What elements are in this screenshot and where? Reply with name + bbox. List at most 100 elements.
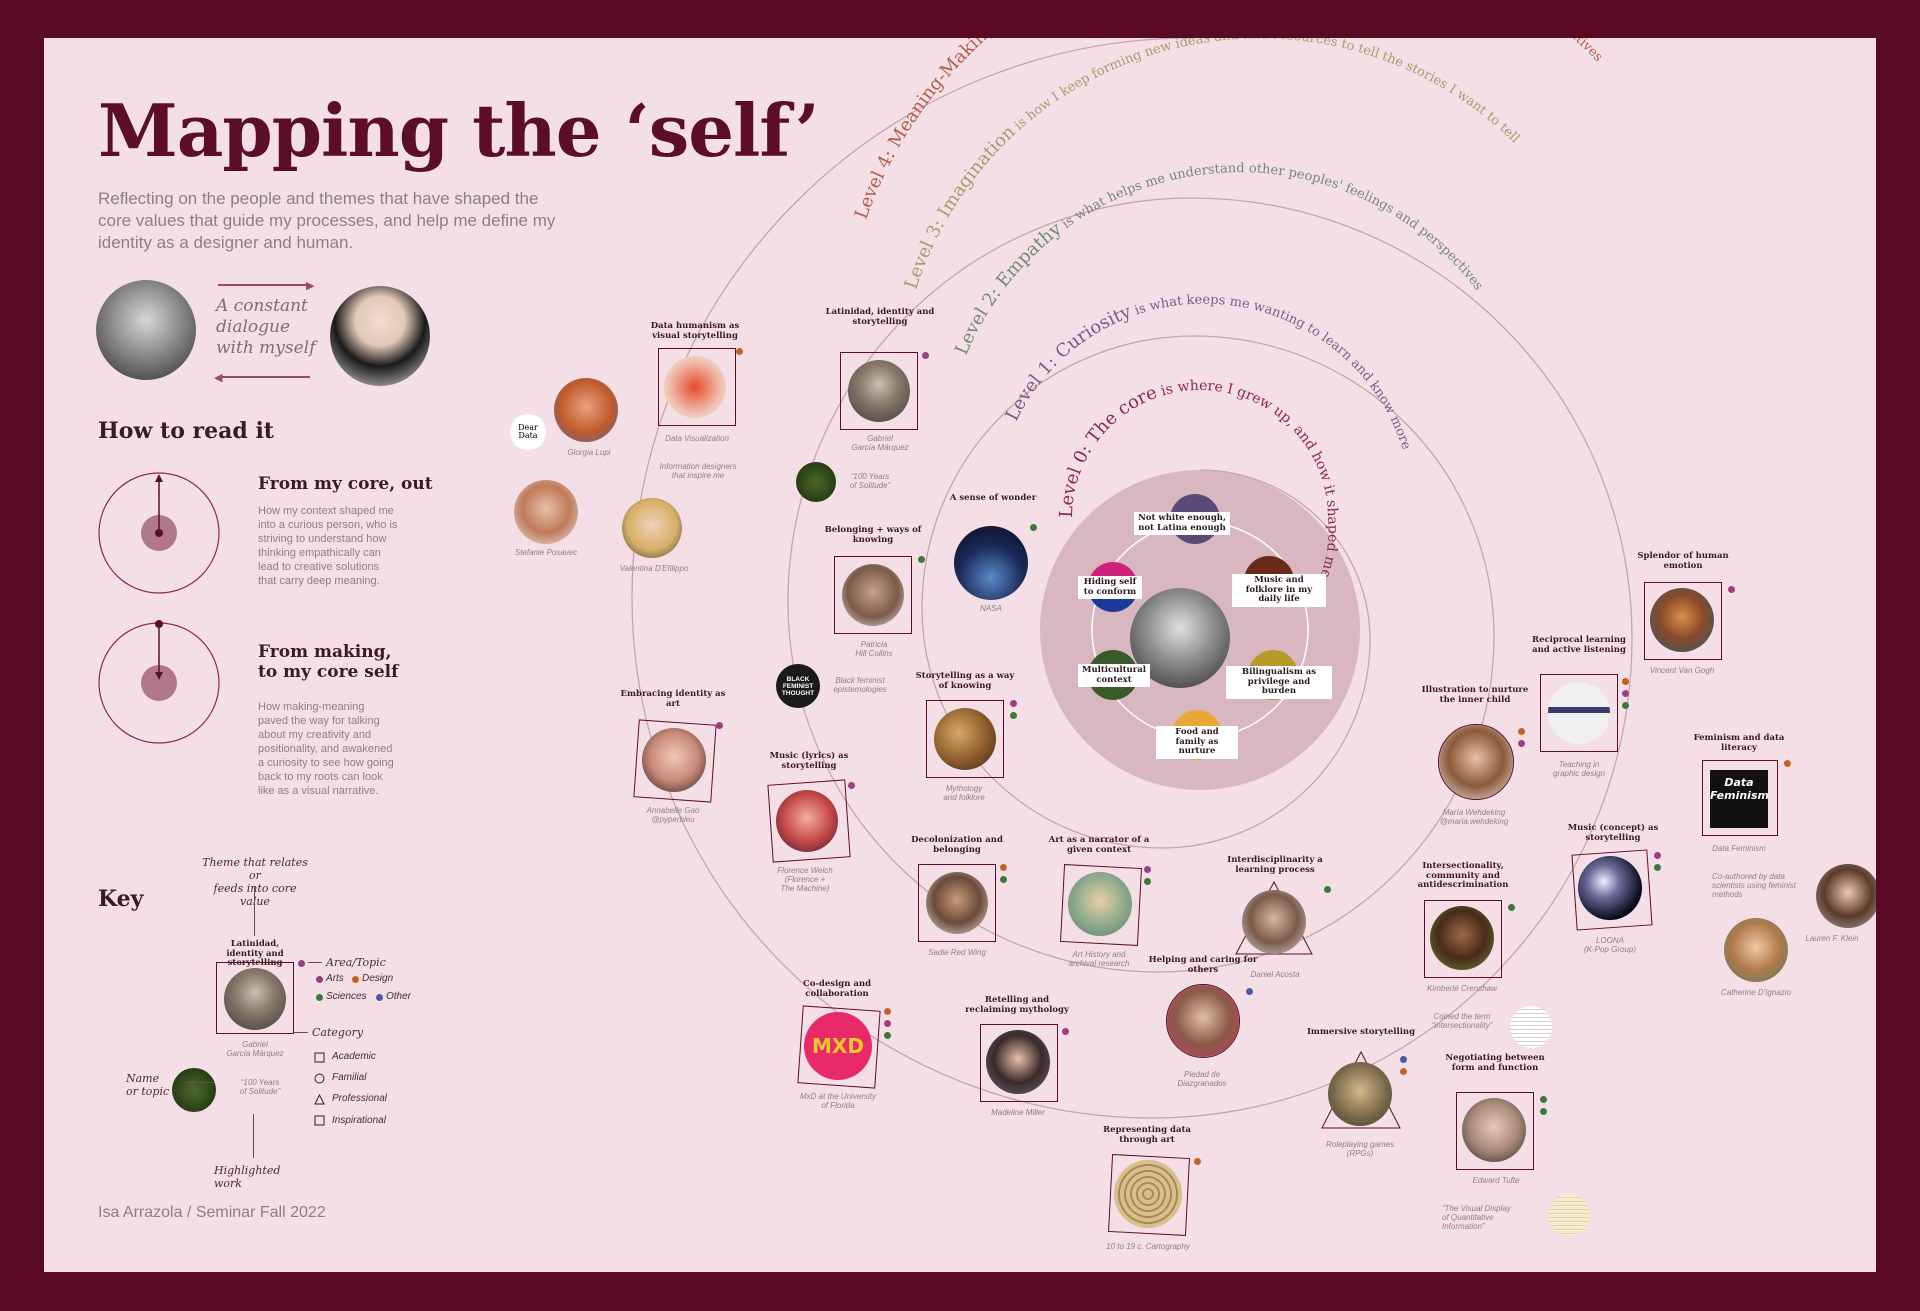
adult-portrait-photo	[330, 286, 430, 386]
name-line: Gabriel	[242, 1040, 268, 1049]
sciences-dot	[1540, 1096, 1547, 1103]
badge-line: BLACK	[786, 676, 810, 683]
node-decolonization-label: Decolonization and belonging	[911, 835, 1003, 855]
node-belonging-caption: Patricia Hill Collins	[824, 640, 924, 658]
key-category-heading: Category	[312, 1026, 364, 1039]
mxd-text: MXD	[812, 1034, 864, 1058]
design-dot	[1400, 1068, 1407, 1075]
node-belonging-frame	[834, 556, 912, 634]
dialogue-line: with myself	[216, 338, 316, 358]
node-belonging-work: Black feminist epistemologies	[820, 676, 900, 694]
node-music-concept-caption: LOONA (K-Pop Group)	[1560, 936, 1660, 954]
body-line: striving to understand how	[258, 533, 387, 545]
node-retelling-photo	[986, 1030, 1050, 1094]
note-line: Theme that relates or	[202, 856, 308, 882]
node-wonder-label: A sense of wonder	[949, 493, 1037, 503]
node-latinidad-photo	[848, 360, 910, 422]
core-tag-text: Multicultural context	[1082, 665, 1146, 685]
caption-line: Information designers	[659, 462, 737, 471]
node-reciprocal-frame	[1540, 674, 1618, 752]
caption-line: MxD at the University	[799, 1092, 877, 1101]
sciences-dot	[1030, 524, 1037, 531]
node-negotiating-photo	[1462, 1098, 1526, 1162]
node-feminism-label: Feminism and data literacy	[1693, 733, 1785, 753]
giorgia-lupi-caption: Giorgia Lupi	[567, 448, 611, 457]
body-line: a curiosity to see how going	[258, 757, 394, 769]
subtitle: Reflecting on the people and themes that…	[98, 189, 556, 252]
node-immersive-image	[1328, 1062, 1392, 1126]
node-helping-caption: Piedad de Diazgranados	[1154, 1070, 1250, 1088]
badge-line: Dear	[518, 423, 538, 432]
caption-line: Patricia	[860, 640, 888, 649]
caption-line: and folklore	[943, 793, 985, 802]
other-dot	[376, 994, 383, 1001]
design-dot	[736, 348, 743, 355]
how-to-read-heading: How to read it	[98, 418, 274, 444]
node-decolonization-caption: Sadie Red Wing	[928, 948, 986, 957]
name-topic-line: or topic	[126, 1085, 170, 1098]
area-sciences: Sciences	[326, 991, 367, 1002]
node-negotiating-work: “The Visual Display of Quantitative Info…	[1442, 1204, 1552, 1231]
node-illustration-caption: María Wehdeking @maria.wehdeking	[1424, 808, 1524, 826]
catherine-dignazio-photo	[1724, 918, 1788, 982]
key-leader-line	[254, 886, 255, 936]
node-negotiating-caption: Edward Tufte	[1472, 1176, 1520, 1185]
node-splendor-label: Splendor of human emotion	[1637, 551, 1729, 571]
node-music-concept-label: Music (concept) as storytelling	[1567, 823, 1659, 843]
node-retelling-label: Retelling and reclaiming mythology	[965, 995, 1069, 1015]
core-out-title: From my core, out	[258, 474, 433, 494]
valentina-photo	[622, 498, 682, 558]
node-wonder-caption: NASA	[980, 604, 1002, 613]
arts-dot	[1518, 740, 1525, 747]
key-work-leader	[253, 1114, 254, 1158]
key-heading: Key	[98, 886, 144, 912]
design-dot	[352, 976, 359, 983]
key-example-theme: Latinidad, identity and storytelling	[200, 939, 310, 969]
highlighted-line: work	[214, 1177, 242, 1190]
category-inspirational: Inspirational	[332, 1115, 386, 1126]
design-dot	[1622, 678, 1629, 685]
node-reciprocal-image	[1548, 682, 1610, 744]
node-codesign-label: Co-design and collaboration	[802, 979, 872, 999]
core-tag-text: Food and family as nurture	[1175, 727, 1219, 756]
node-representing-caption: 10 to 19 c. Cartography	[1106, 1242, 1190, 1251]
core-tag-hiding: Hiding self to conform	[1078, 576, 1142, 599]
work-line: Black feminist	[835, 676, 885, 685]
spiral-diagram: Level 0: The core is where I grew up, an…	[631, 38, 1633, 1119]
level-1-rest: is what keeps me wanting to learn and kn…	[1129, 293, 1414, 452]
arts-dot	[1010, 700, 1017, 707]
other-dot	[1400, 1056, 1407, 1063]
core-tag-bilingualism: Bilingualism as privilege and burden	[1226, 666, 1332, 699]
sciences-dot	[1324, 886, 1331, 893]
arts-dot	[1144, 866, 1151, 873]
making-in-diagram	[98, 620, 220, 744]
core-tag-food: Food and family as nurture	[1156, 726, 1238, 759]
arts-dot	[716, 722, 723, 729]
key-name-leader	[184, 1082, 214, 1083]
node-intersectionality-frame	[1424, 900, 1502, 978]
node-storytelling-frame	[926, 700, 1004, 778]
dialogue-line: A constant	[216, 296, 308, 316]
dialogue-line: dialogue	[216, 317, 291, 337]
work-line: “intersectionality”	[1431, 1021, 1493, 1030]
intersectionality-work-thumb	[1510, 1006, 1552, 1048]
level-3-rest: is how I keep forming new ideas and find…	[1009, 38, 1523, 146]
level-2-lead: Level 2: Empathy	[951, 218, 1066, 358]
arts-dot	[1728, 586, 1735, 593]
core-out-diagram	[98, 472, 220, 594]
sciences-dot	[1010, 712, 1017, 719]
key-category-leader	[294, 1032, 308, 1033]
node-reciprocal-caption: Teaching in graphic design	[1534, 760, 1624, 778]
level-3-lead: Level 3: Imagination	[901, 121, 1020, 291]
work-line: Coined the term	[1433, 1012, 1491, 1021]
making-in-body: How making-meaning paved the way for tal…	[258, 700, 428, 798]
key-area-topic-label: Area/Topic	[326, 956, 386, 969]
node-immersive-label: Immersive storytelling	[1306, 1027, 1416, 1037]
node-belonging-label: Belonging + ways of knowing	[824, 525, 922, 545]
stefanie-posavec-caption: Stefanie Posavec	[514, 548, 578, 557]
node-music-concept-image	[1578, 856, 1642, 920]
core-tag-text: Hiding self to conform	[1083, 577, 1137, 597]
node-art-narrator-image	[1068, 872, 1132, 936]
caption-line: Gabriel	[867, 434, 893, 443]
